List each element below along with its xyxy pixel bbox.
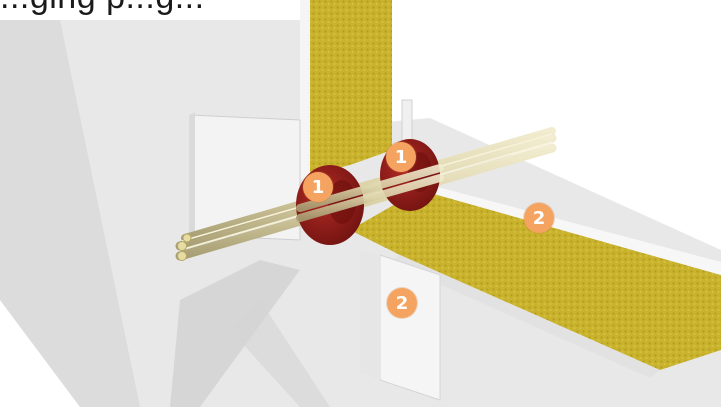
wall-left-face xyxy=(0,20,140,407)
callout-2-lower: 2 xyxy=(387,288,417,318)
horizontal-wool-strip xyxy=(350,190,721,370)
page-title: ...ging p...g... xyxy=(0,0,205,17)
callout-2-right: 2 xyxy=(524,203,554,233)
vertical-wool-strip xyxy=(310,0,392,175)
lower-board xyxy=(379,254,441,401)
callout-1-front: 1 xyxy=(303,172,333,202)
callout-1-back: 1 xyxy=(386,142,416,172)
